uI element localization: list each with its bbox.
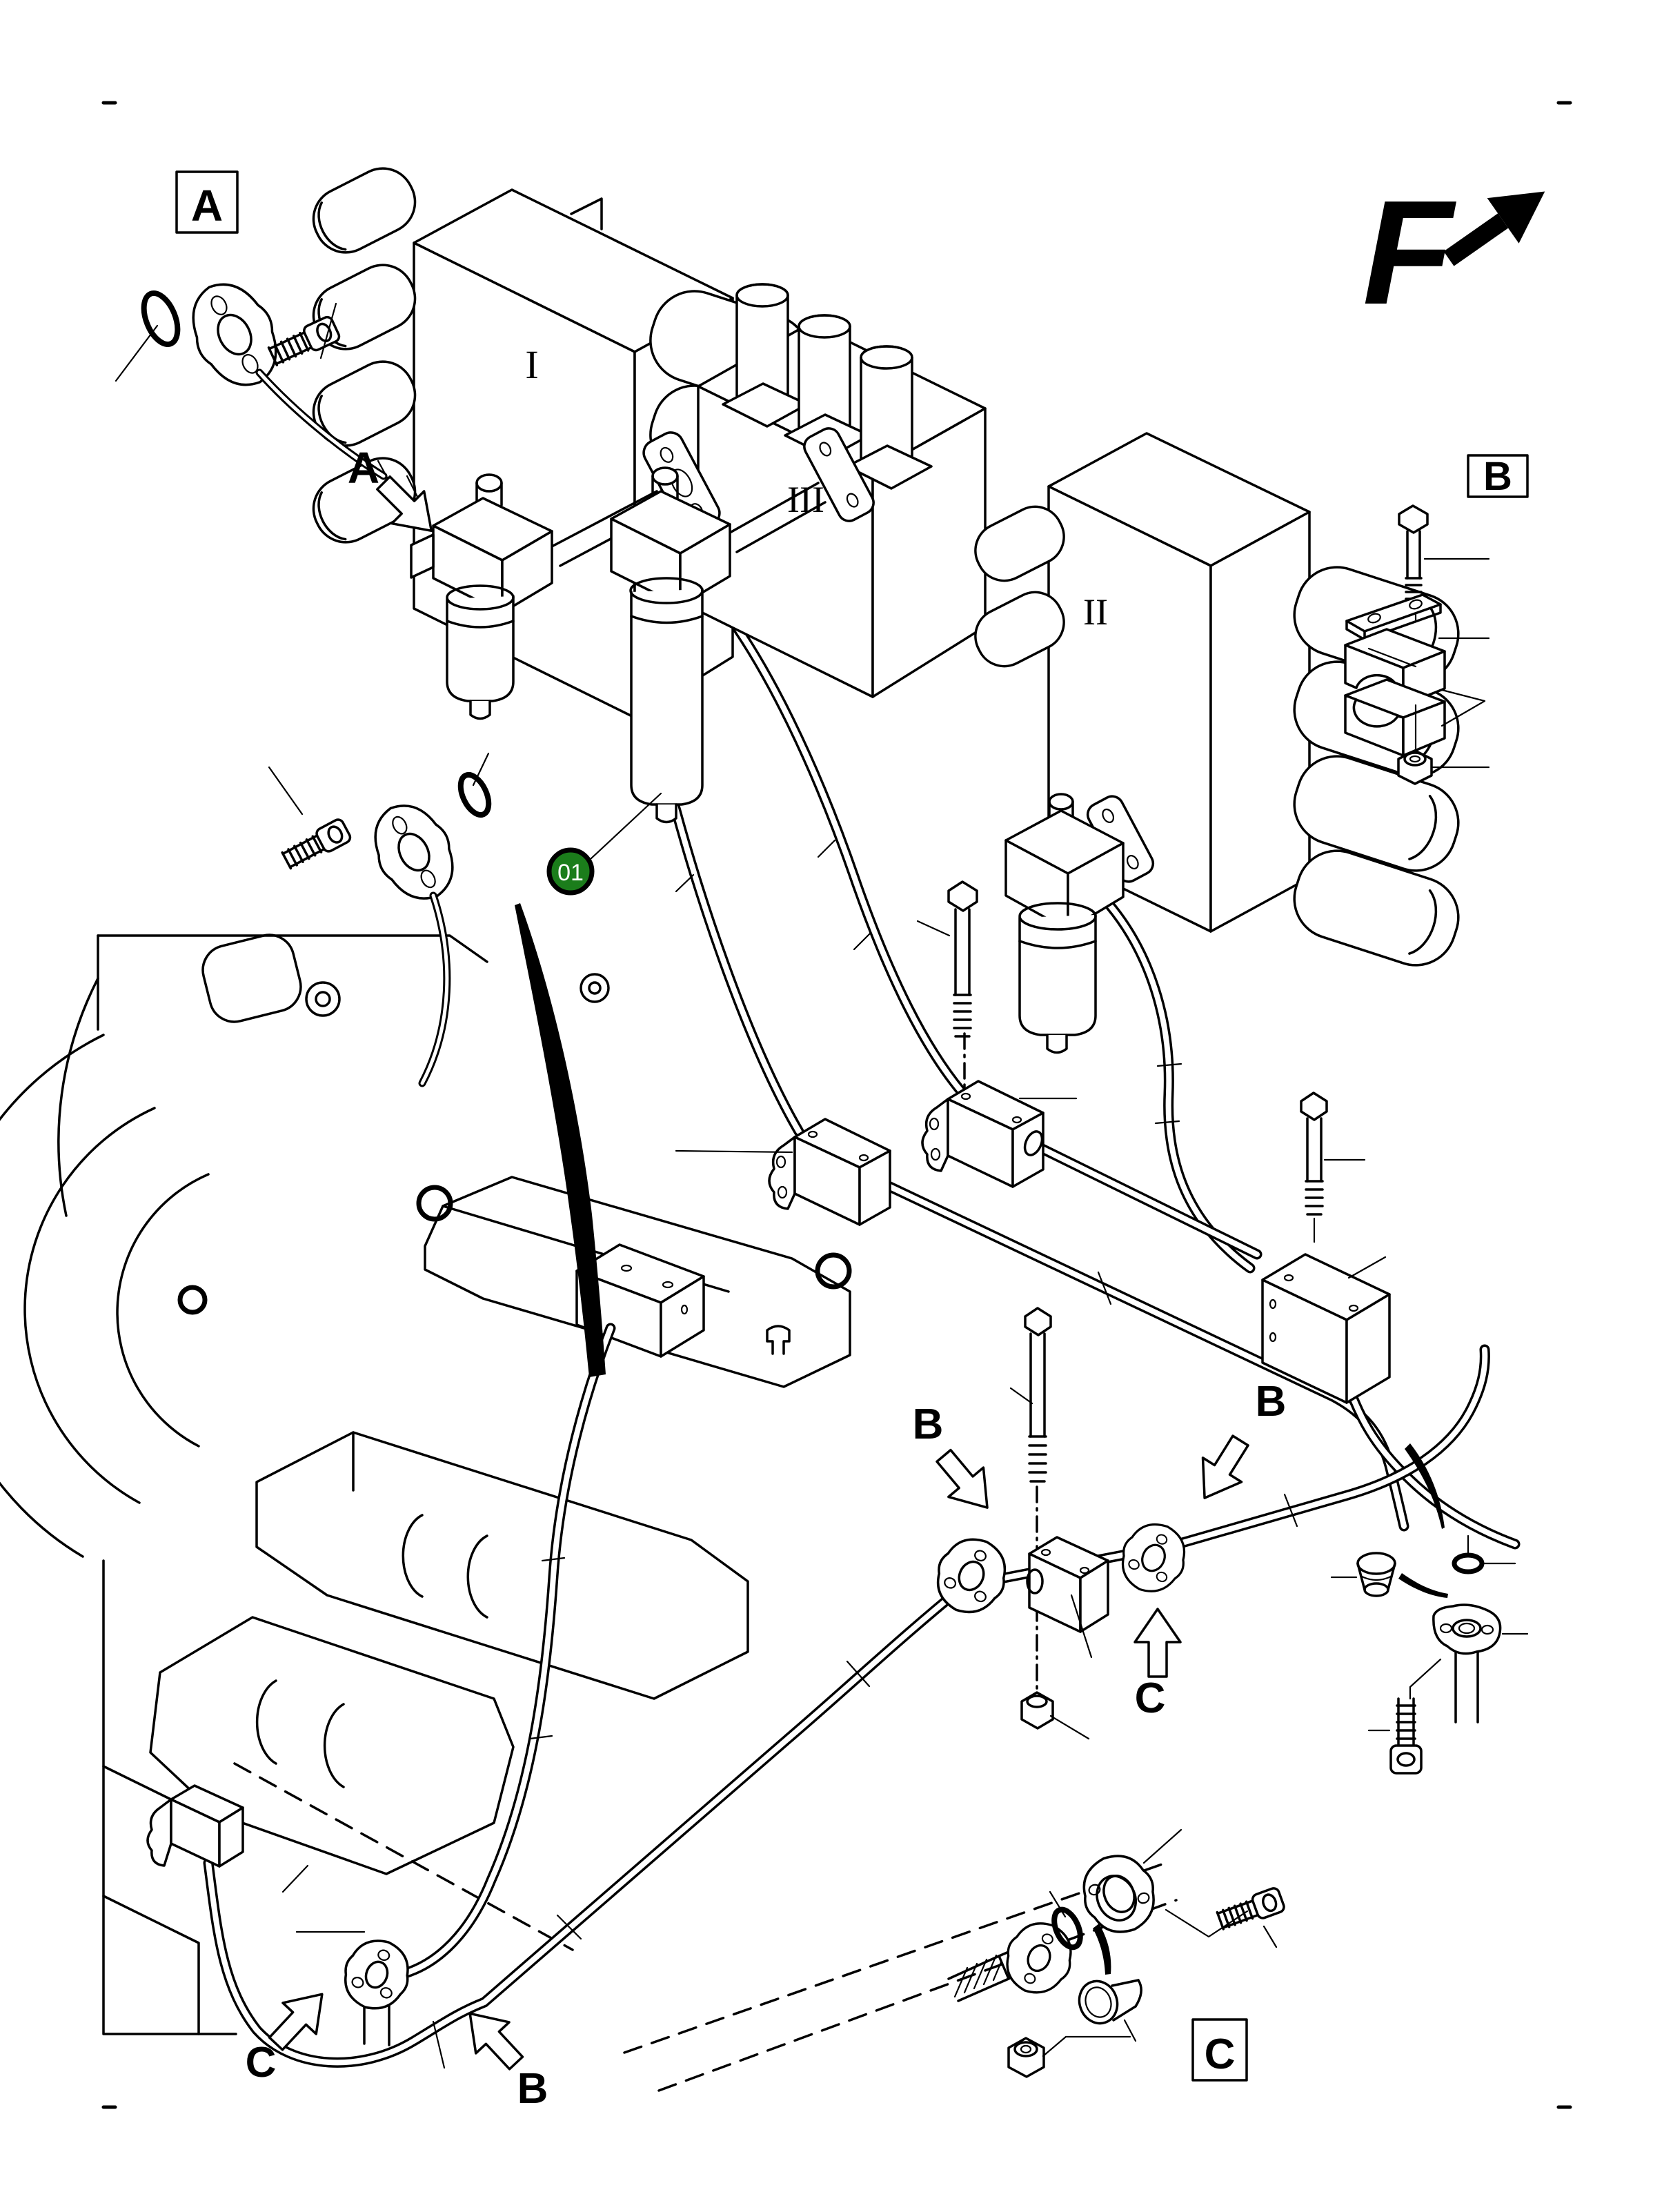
motion-arrow-large xyxy=(515,903,606,1377)
bottom-left-clamp xyxy=(146,1784,244,1868)
pipe-clamp-j2 xyxy=(921,1032,1045,1188)
callout-c-bottom: C xyxy=(246,2039,277,2086)
clamp-nut xyxy=(1020,1691,1054,1730)
mid-flange-bolt xyxy=(281,818,352,870)
direction-f-arrow xyxy=(1443,191,1545,266)
filter-assembly-left xyxy=(410,431,721,720)
direction-indicator: F xyxy=(1363,169,1545,335)
balloon-01[interactable]: 01 xyxy=(546,792,662,896)
bolt-above-j3 xyxy=(1300,1092,1328,1243)
direction-f-label: F xyxy=(1363,169,1456,335)
corner-marks xyxy=(101,101,1572,2109)
block-ii-label: II xyxy=(1083,591,1108,633)
filter-assembly-right xyxy=(1004,793,1155,1054)
bottom-flange xyxy=(344,1939,409,2046)
pipe-flange-f2 xyxy=(1121,1523,1186,1592)
right-port-parts xyxy=(1356,1552,1502,1775)
callout-b-mid-right: B xyxy=(1256,1378,1287,1425)
clamp-bolt-long xyxy=(1024,1307,1052,1483)
detail-box-c[interactable]: C xyxy=(1191,2018,1248,2082)
junction-block-j3 xyxy=(1261,1253,1391,1404)
block-iii-cylinders xyxy=(722,283,933,490)
hose-collars xyxy=(528,662,1182,1740)
detail-box-c-label: C xyxy=(1205,2031,1236,2078)
detail-b-parts xyxy=(1344,504,1446,785)
mid-flange-parts xyxy=(281,772,492,1087)
pipe-clamp-mid xyxy=(1026,1485,1109,1692)
detail-box-b[interactable]: B xyxy=(1467,454,1529,499)
callout-c-mid: C xyxy=(1135,1675,1166,1722)
bolt-by-filter-right xyxy=(947,880,978,1038)
engine-assembly xyxy=(0,934,1178,2092)
detail-box-b-label: B xyxy=(1483,454,1512,499)
balloon-01-label: 01 xyxy=(557,860,584,886)
pipes xyxy=(203,1133,1521,2068)
callout-b-bottom: B xyxy=(517,2065,548,2113)
detail-box-a-label: A xyxy=(191,181,223,230)
pipe-flange-f1 xyxy=(936,1538,1007,1614)
detail-box-a[interactable]: A xyxy=(175,170,239,234)
detail-c-bolt xyxy=(1216,1887,1285,1930)
pipe-clamp-j1 xyxy=(768,1118,891,1226)
right-port-bolt xyxy=(1389,1697,1423,1775)
block-i-label: I xyxy=(525,342,538,387)
callout-b-mid-left: B xyxy=(913,1401,944,1448)
filter-assembly-center xyxy=(610,427,875,824)
motion-arrow-j3 xyxy=(1405,1443,1445,1529)
detail-c-parts xyxy=(947,1855,1285,2078)
leader-lines xyxy=(115,302,1529,2069)
callout-a: A xyxy=(348,443,379,493)
